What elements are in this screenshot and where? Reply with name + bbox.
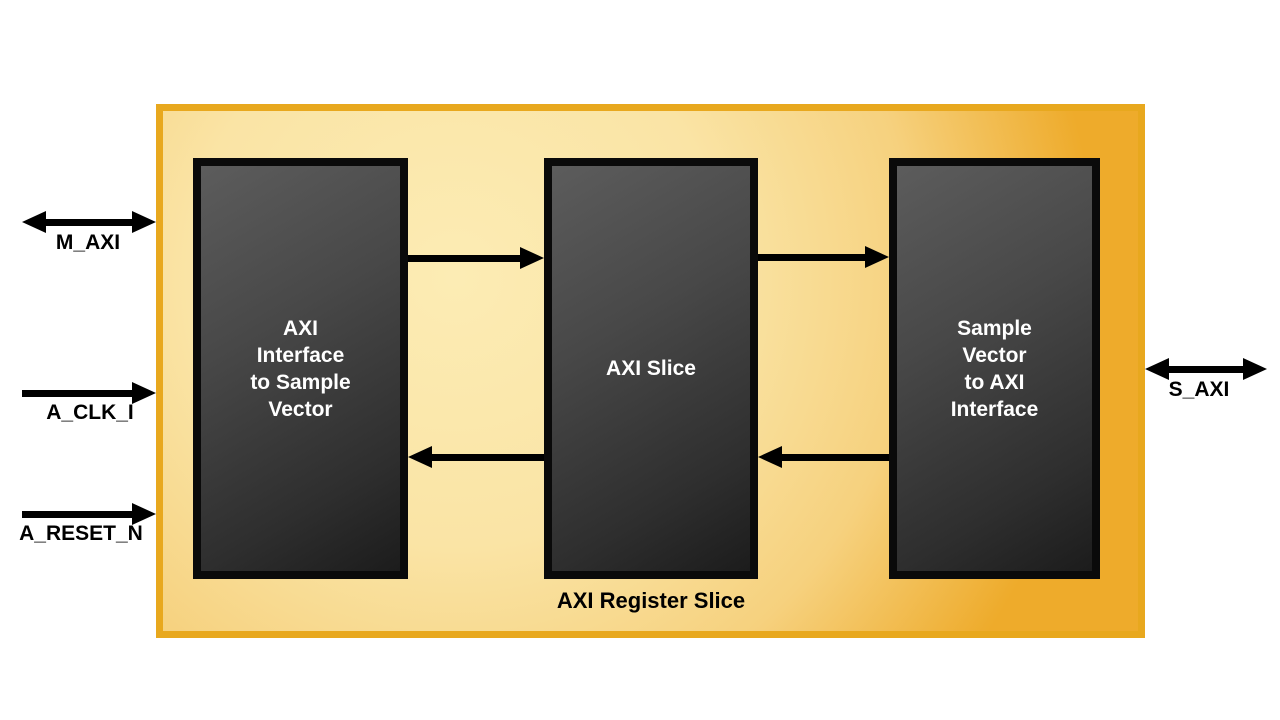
block-label: AXI Interface to Sample Vector [250,316,351,421]
m-axi-bidirectional-arrow-icon [22,211,156,233]
arrowhead-right-icon [520,247,544,269]
a-reset-n-input-arrow-icon [22,503,156,525]
arrow-shaft [22,389,138,397]
arrowhead-right-icon [132,503,156,525]
arrow-block2-to-block1-icon [408,446,544,468]
arrowhead-right-icon [132,211,156,233]
arrow-block1-to-block2-icon [408,247,544,269]
arrowhead-right-icon [865,246,889,268]
arrow-shaft [426,453,544,461]
port-label-a-clk-i: A_CLK_I [46,401,134,424]
arrowhead-left-icon [1145,358,1169,380]
arrowhead-left-icon [758,446,782,468]
arrow-shaft [408,254,526,262]
s-axi-bidirectional-arrow-icon [1145,358,1267,380]
arrow-shaft [1163,365,1249,373]
arrowhead-left-icon [408,446,432,468]
arrowhead-right-icon [1243,358,1267,380]
port-label-s-axi: S_AXI [1168,378,1230,401]
arrow-shaft [758,253,871,261]
block-axi-interface-to-sample-vector: AXI Interface to Sample Vector [193,158,408,579]
block-label: AXI Slice [606,357,696,380]
block-sample-vector-to-axi-interface: Sample Vector to AXI Interface [889,158,1100,579]
block-axi-slice: AXI Slice [544,158,758,579]
arrow-block2-to-block3-icon [758,246,889,268]
port-label-m-axi: M_AXI [55,231,121,254]
block-label: Sample Vector to AXI Interface [950,316,1039,421]
arrowhead-left-icon [22,211,46,233]
arrowhead-right-icon [132,382,156,404]
arrow-shaft [22,510,138,518]
arrow-shaft [40,218,138,226]
arrow-block3-to-block2-icon [758,446,889,468]
diagram-caption: AXI Register Slice [556,588,746,613]
a-clk-i-input-arrow-icon [22,382,156,404]
port-label-a-reset-n: A_RESET_N [19,522,143,545]
arrow-shaft [776,453,889,461]
